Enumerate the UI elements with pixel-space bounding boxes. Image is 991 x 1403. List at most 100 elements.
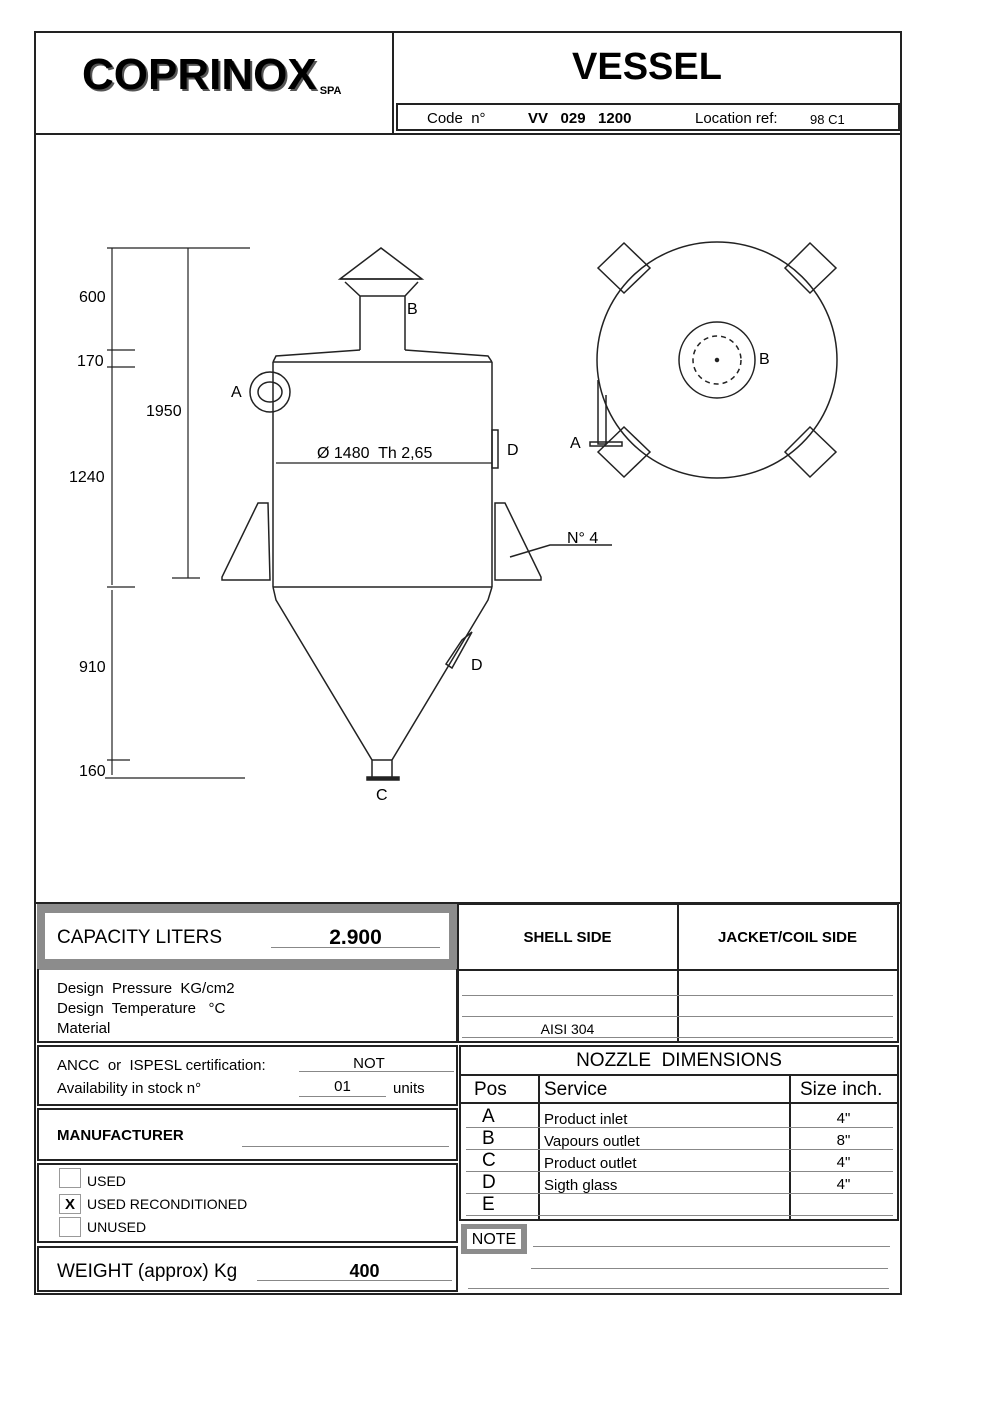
weight-label: WEIGHT (approx) Kg <box>57 1261 238 1282</box>
vessel-drawing: 600 170 1950 1240 910 160 Ø 1480 Th 2,65… <box>69 241 838 804</box>
diameter-label: Ø 1480 Th 2,65 <box>317 445 432 462</box>
weight-box <box>37 1246 458 1292</box>
header-pos: Pos <box>474 1079 507 1100</box>
nozzle-row-line <box>466 1215 893 1216</box>
material-field-line <box>462 1037 893 1038</box>
header-service: Service <box>544 1079 608 1100</box>
nozzle-row-line <box>466 1149 893 1150</box>
shell-material-value: AISI 304 <box>540 1021 595 1037</box>
stock-value: 01 <box>334 1078 351 1095</box>
material-label: Material <box>57 1020 111 1037</box>
columns-header-divider <box>457 969 899 971</box>
supports-label: N° 4 <box>567 530 598 547</box>
nozzle-service: Vapours outlet <box>544 1133 640 1150</box>
dim-600: 600 <box>79 289 106 306</box>
manufacturer-label: MANUFACTURER <box>57 1127 184 1144</box>
location-label: Location ref: <box>695 110 778 127</box>
certification-underline <box>299 1071 454 1072</box>
weight-underline <box>257 1280 452 1281</box>
used-reconditioned-label: USED RECONDITIONED <box>87 1196 248 1212</box>
nozzle-table-title: NOZZLE DIMENSIONS <box>576 1050 782 1071</box>
nozzle-size: 4" <box>836 1176 851 1193</box>
nozzle-row-line <box>466 1171 893 1172</box>
design-pressure-label: Design Pressure KG/cm2 <box>57 980 235 997</box>
nozzle-title-divider <box>461 1074 897 1076</box>
top-a-label: A <box>570 435 581 452</box>
dim-160: 160 <box>79 763 106 780</box>
nozzle-col-divider-1 <box>538 1074 540 1220</box>
header-divider <box>34 133 902 135</box>
stock-unit: units <box>393 1080 425 1097</box>
dimension-lines <box>105 247 492 779</box>
capacity-value: 2.900 <box>329 926 382 949</box>
nozzle-pos: D <box>482 1172 496 1193</box>
note-line-1[interactable] <box>533 1246 890 1247</box>
nozzle-service: Product inlet <box>544 1111 628 1128</box>
stock-label: Availability in stock n° <box>57 1080 202 1097</box>
pressure-field-line <box>462 995 893 996</box>
used-reconditioned-checkbox[interactable]: X <box>59 1194 81 1214</box>
capacity-label: CAPACITY LITERS <box>57 927 223 948</box>
nozzle-pos: E <box>482 1194 495 1215</box>
nozzle-d2-label: D <box>471 657 483 674</box>
top-b-label: B <box>759 351 770 368</box>
company-logo: COPRINOX <box>82 50 317 99</box>
nozzle-pos: A <box>482 1106 495 1127</box>
design-temperature-label: Design Temperature °C <box>57 1000 226 1017</box>
company-logo-group: COPRINOX SPA <box>82 50 342 100</box>
nozzle-row-line <box>466 1127 893 1128</box>
nozzle-service: Product outlet <box>544 1155 637 1172</box>
unused-label: UNUSED <box>87 1219 147 1235</box>
nozzle-pos: B <box>482 1128 495 1149</box>
sheet-frame <box>34 31 902 1295</box>
header-vdivider <box>392 31 394 134</box>
temperature-field-line <box>462 1016 893 1017</box>
columns-divider <box>677 903 679 1043</box>
nozzle-c-label: C <box>376 787 388 804</box>
dim-170: 170 <box>77 353 104 370</box>
stock-underline <box>299 1096 386 1097</box>
nozzle-col-divider-2 <box>789 1074 791 1220</box>
nozzle-table <box>459 1045 899 1221</box>
nozzle-row-line <box>466 1193 893 1194</box>
used-label: USED <box>87 1173 126 1189</box>
capacity-underline <box>271 947 440 948</box>
note-badge <box>461 1224 527 1254</box>
nozzle-size: 4" <box>836 1154 851 1171</box>
used-checkbox[interactable] <box>59 1168 81 1188</box>
dim-1950: 1950 <box>146 403 182 420</box>
nozzle-header-divider <box>461 1102 897 1104</box>
logo-suffix: SPA <box>319 85 342 97</box>
note-line-3[interactable] <box>468 1288 889 1289</box>
manufacturer-box <box>37 1108 458 1161</box>
document-title: VESSEL <box>572 46 722 88</box>
nozzle-d-label: D <box>507 442 519 459</box>
manufacturer-underline <box>242 1146 449 1147</box>
nozzle-pos: C <box>482 1150 496 1171</box>
nozzle-size: 4" <box>836 1110 851 1127</box>
weight-value: 400 <box>349 1261 380 1281</box>
nozzle-b-label: B <box>407 301 418 318</box>
nozzle-size: 8" <box>836 1132 851 1149</box>
code-label: Code n° <box>427 110 486 127</box>
certification-label: ANCC or ISPESL certification: <box>57 1057 266 1074</box>
location-value: 98 C1 <box>810 112 845 127</box>
jacket-side-header: JACKET/COIL SIDE <box>718 929 857 946</box>
dim-1240: 1240 <box>69 469 105 486</box>
unused-checkbox[interactable] <box>59 1217 81 1237</box>
code-value: VV 029 1200 <box>528 110 632 127</box>
shell-side-header: SHELL SIDE <box>523 929 612 946</box>
code-row <box>396 103 900 131</box>
capacity-panel <box>37 904 457 970</box>
vessel-shell <box>221 247 612 781</box>
condition-box <box>37 1163 458 1243</box>
dim-910: 910 <box>79 659 106 676</box>
nozzle-a-label: A <box>231 384 242 401</box>
note-line-2[interactable] <box>531 1268 888 1269</box>
note-label: NOTE <box>471 1231 517 1248</box>
certification-box <box>37 1045 458 1106</box>
certification-value: NOT <box>353 1055 385 1072</box>
top-view <box>589 241 838 479</box>
nozzle-service: Sigth glass <box>544 1177 618 1194</box>
